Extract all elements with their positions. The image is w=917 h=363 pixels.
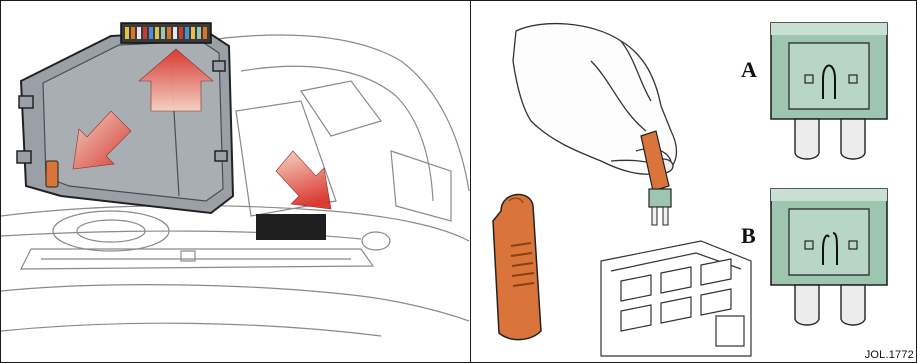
fuse-label-b: B: [741, 223, 756, 249]
hand-drawing: [471, 1, 771, 362]
hand-puller-panel: [471, 1, 771, 362]
fuse-puller-icon: [493, 195, 541, 340]
figure-reference: JOL.1772: [865, 349, 914, 361]
removal-arrow-icon: [276, 151, 331, 209]
battery-block: [256, 214, 326, 240]
blade-fuse-icon: [771, 189, 887, 325]
fuse-box-cover-icon: [17, 23, 233, 213]
fuse-comparison-panel: [729, 1, 916, 362]
blade-fuse-icon: [771, 23, 887, 159]
fuse-comparison-drawing: [729, 1, 916, 362]
boot-drawing: [1, 1, 471, 362]
boot-fusebox-panel: [1, 1, 471, 362]
fuse-label-a: A: [741, 57, 757, 83]
